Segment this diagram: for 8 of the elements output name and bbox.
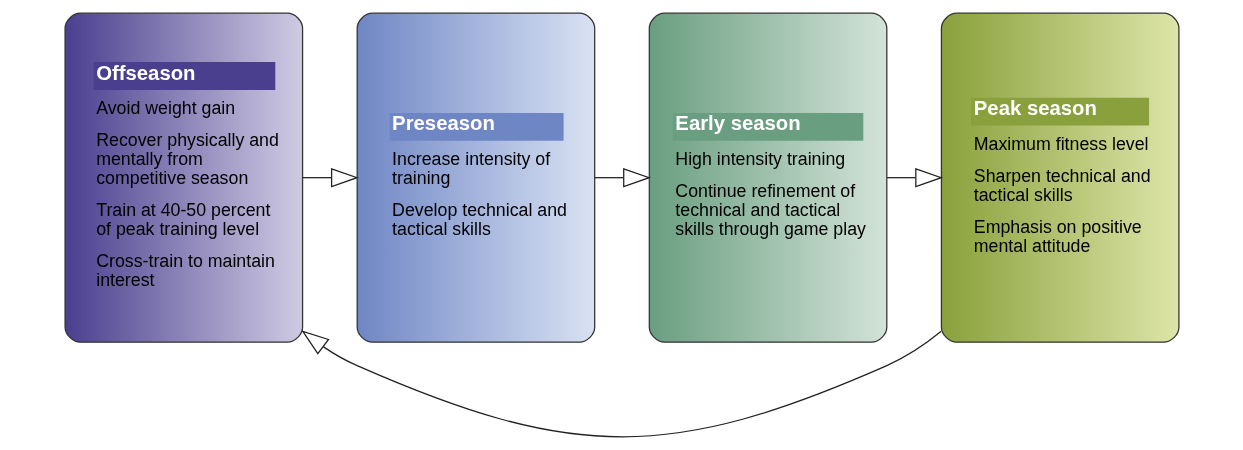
arrow bbox=[885, 167, 943, 188]
arrow bbox=[593, 167, 651, 188]
node-box: Offseason Avoid weight gain Recover physically and mentally from competitive season Train at 40-50 percent of peak training level Cross-train to maintain interest bbox=[63, 12, 303, 343]
node-box: Preseason Increase intensity of training Develop technical and tactical skills bbox=[356, 12, 595, 343]
arrow bbox=[301, 167, 359, 188]
arrow bbox=[300, 330, 942, 438]
node-box: Peak season Maximum fitness level Sharpen technical and tactical skills Emphasis on positive mental attitude bbox=[940, 12, 1180, 343]
node-box: Early season High intensity training Continue refinement of technical and tactical skills through game play bbox=[648, 12, 887, 343]
